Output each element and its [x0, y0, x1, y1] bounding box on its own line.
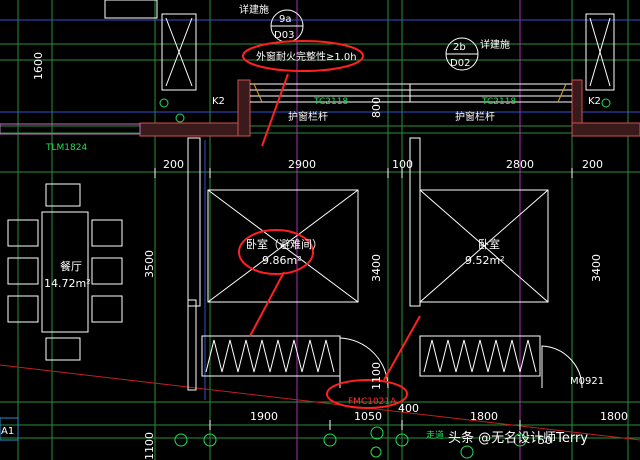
- furniture: [7, 183, 583, 389]
- room-dining-area: 14.72m²: [44, 277, 91, 290]
- room-bed2-name: 卧室: [478, 237, 500, 251]
- dim-1100-a: 1100: [370, 362, 383, 390]
- red-annotations: [238, 40, 421, 409]
- dim-50: 50: [538, 434, 552, 447]
- room-bed2-area: 9.52m²: [465, 254, 505, 267]
- detail-left-num: 9a: [279, 14, 292, 25]
- bottom-axis-circles: [174, 426, 527, 459]
- tc-left-label: TC2118: [313, 97, 348, 107]
- dim-ticks: [0, 168, 573, 441]
- dim-2800: 2800: [506, 158, 534, 171]
- room-bed1-name: 卧室（避难间）: [246, 237, 323, 251]
- dim-1800-a: 1800: [470, 410, 498, 423]
- dim-1600: 1600: [32, 52, 45, 80]
- tlm-label: TLM1824: [45, 143, 87, 153]
- room-bed1-area: 9.86m²: [262, 254, 302, 267]
- detail-right-num: 2b: [453, 42, 466, 53]
- dim-3400-a: 3400: [370, 254, 383, 282]
- window-strip: [250, 83, 572, 103]
- rail-right-label: 护窗栏杆: [455, 110, 495, 123]
- k2-left-label: K2: [212, 96, 225, 107]
- detail-markers: [270, 9, 479, 71]
- dim-3500: 3500: [143, 250, 156, 278]
- detail-left-note: 详建施: [239, 3, 269, 16]
- dim-800: 800: [370, 97, 383, 118]
- rail-left-label: 护窗栏杆: [288, 110, 328, 123]
- dim-100: 100: [392, 158, 413, 171]
- detail-right-note: 详建施: [480, 38, 510, 51]
- door-fmc-label: FMC1021A: [348, 397, 397, 407]
- blue-lines: [0, 19, 640, 400]
- top-columns: [104, 0, 615, 123]
- k2-right-label: K2: [588, 96, 601, 107]
- room-dining-name: 餐厅: [60, 259, 82, 273]
- dim-1050: 1050: [354, 410, 382, 423]
- dim-2900: 2900: [288, 158, 316, 171]
- axis-label: 走道: [426, 429, 444, 441]
- corner-label: A1: [1, 426, 14, 437]
- detail-right-code: D02: [450, 58, 470, 69]
- window-fire-note: 外窗耐火完整性≥1.0h: [256, 50, 357, 63]
- dim-1800-b: 1800: [600, 410, 628, 423]
- dim-1100-b: 1100: [143, 432, 156, 460]
- detail-left-code: D03: [274, 30, 294, 41]
- watermark: 头条 @无名设计师Terry: [448, 430, 588, 446]
- dim-200-right: 200: [582, 158, 603, 171]
- dim-400: 400: [398, 402, 419, 415]
- dim-1900: 1900: [250, 410, 278, 423]
- dim-200-left: 200: [163, 158, 184, 171]
- door-m0921-label: M0921: [570, 376, 604, 387]
- dim-3400-b: 3400: [590, 254, 603, 282]
- tc-right-label: TC2118: [481, 97, 516, 107]
